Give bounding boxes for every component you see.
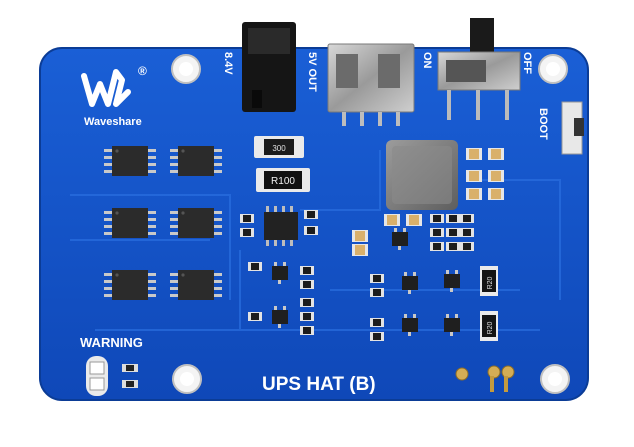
resistor-marking-a: R20 xyxy=(487,276,494,289)
resistor-marking-b: R20 xyxy=(487,321,494,334)
smd-resistor xyxy=(370,332,384,341)
smd-resistor xyxy=(240,214,254,223)
pogo-pins xyxy=(455,365,515,392)
capacitor xyxy=(466,188,482,200)
smd-resistor xyxy=(430,228,444,237)
capacitor xyxy=(352,230,368,242)
warning-label: WARNING xyxy=(80,335,143,350)
smd-resistor xyxy=(460,214,474,223)
smd-resistor xyxy=(248,262,262,271)
capacitor xyxy=(488,148,504,160)
smd-resistor xyxy=(430,242,444,251)
switch-on-label: ON xyxy=(421,52,433,69)
brand-name: Waveshare xyxy=(84,116,142,128)
smd-resistor xyxy=(460,242,474,251)
transistor xyxy=(272,306,288,328)
smd-resistor xyxy=(300,280,314,289)
capacitor xyxy=(488,170,504,182)
boot-label: BOOT xyxy=(537,108,549,140)
soic-chip xyxy=(104,208,156,238)
pcb-traces xyxy=(70,150,561,331)
shunt-marking: R100 xyxy=(271,176,295,187)
switch-off-label: OFF xyxy=(521,52,533,74)
transistor xyxy=(402,314,418,336)
smd-resistor xyxy=(430,214,444,223)
waveshare-logo: ® Waveshare xyxy=(81,64,147,128)
small-components xyxy=(240,210,474,341)
smd-resistor xyxy=(300,298,314,307)
soic-chip xyxy=(104,270,156,300)
smd-resistor xyxy=(304,210,318,219)
transistor xyxy=(444,314,460,336)
smd-resistor xyxy=(460,228,474,237)
capacitor xyxy=(466,170,482,182)
soic-chip xyxy=(170,146,222,176)
smd-resistor xyxy=(370,274,384,283)
product-name: UPS HAT (B) xyxy=(262,374,376,395)
small-resistor-marking: 300 xyxy=(272,144,286,153)
soic-chip xyxy=(170,208,222,238)
smd-resistor xyxy=(370,318,384,327)
smd-resistor xyxy=(300,326,314,335)
registered-mark: ® xyxy=(138,64,147,78)
capacitor xyxy=(488,188,504,200)
soic-chip xyxy=(170,270,222,300)
soic-chips xyxy=(104,146,222,300)
smd-resistor xyxy=(300,312,314,321)
usb-port xyxy=(327,43,415,126)
capacitor xyxy=(384,214,400,226)
label-8v4: 8.4V xyxy=(222,52,234,75)
capacitor xyxy=(406,214,422,226)
smd-resistor xyxy=(300,266,314,275)
mounting-holes xyxy=(171,54,570,394)
center-ic xyxy=(264,206,298,246)
capacitor xyxy=(466,148,482,160)
smd-resistor xyxy=(446,214,460,223)
dc-power-jack xyxy=(242,22,296,112)
transistor xyxy=(402,272,418,294)
transistor xyxy=(272,262,288,284)
capacitors xyxy=(352,148,504,256)
shunt-resistor: R100 xyxy=(256,168,310,192)
smd-resistor xyxy=(240,228,254,237)
pcb-body xyxy=(39,47,589,401)
smd-resistor xyxy=(446,242,460,251)
power-switch xyxy=(437,18,521,120)
small-resistor: 300 xyxy=(254,136,304,158)
sense-resistor-b: R20 xyxy=(480,311,498,341)
label-5v-out: 5V OUT xyxy=(306,52,318,92)
capacitor xyxy=(352,244,368,256)
power-inductor xyxy=(386,140,458,210)
sense-resistor-a: R20 xyxy=(480,266,498,296)
transistor xyxy=(444,270,460,292)
smd-resistor xyxy=(370,288,384,297)
boot-button xyxy=(561,101,584,155)
warning-led xyxy=(86,356,138,396)
soic-chip xyxy=(104,146,156,176)
smd-resistor xyxy=(304,226,318,235)
transistor xyxy=(392,228,408,250)
smd-resistor xyxy=(248,312,262,321)
smd-resistor xyxy=(446,228,460,237)
